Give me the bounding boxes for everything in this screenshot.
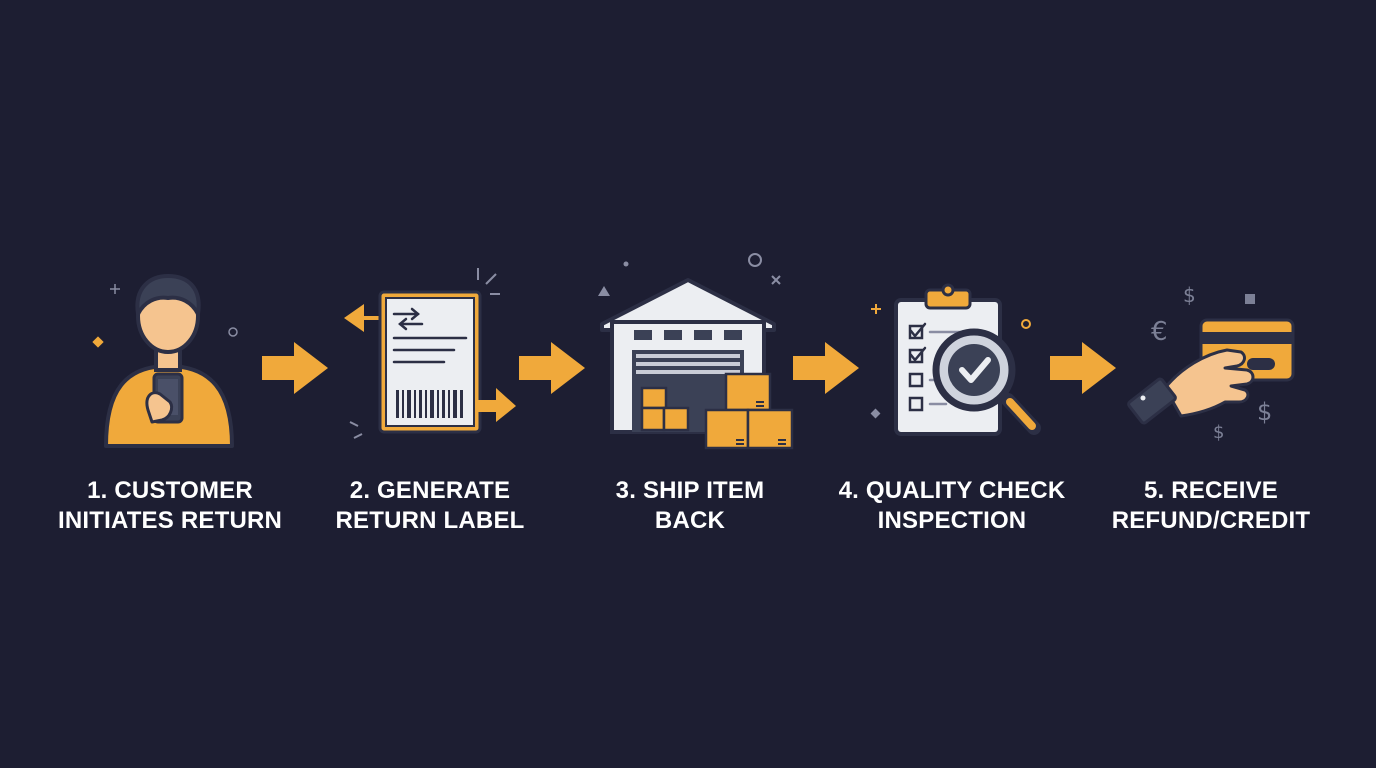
right-arrow-icon xyxy=(793,342,859,394)
step-5-label: 5. RECEIVE REFUND/CREDIT xyxy=(1081,476,1341,536)
currency-dollar-symbol: $ xyxy=(1183,283,1196,307)
right-arrow-icon xyxy=(1050,342,1116,394)
step-5-label-line1: 5. RECEIVE xyxy=(1143,477,1279,504)
currency-dollar-symbol: $ xyxy=(1213,422,1224,443)
clipboard-magnifier-check-icon xyxy=(870,283,1041,436)
step-1-label-line2: INITIATES RETURN xyxy=(57,507,283,534)
currency-dollar-symbol: $ xyxy=(1257,398,1272,426)
step-3-label-line1: 3. SHIP ITEM xyxy=(615,477,765,504)
currency-euro-symbol: € xyxy=(1151,317,1168,347)
step-1-label-line1: 1. CUSTOMER xyxy=(87,477,253,504)
step-4-label: 4. QUALITY CHECK INSPECTION xyxy=(822,476,1082,536)
right-arrow-icon xyxy=(262,342,328,394)
step-4-label-line2: INSPECTION xyxy=(877,507,1027,534)
person-with-phone-icon xyxy=(92,274,238,448)
step-2-label-line1: 2. GENERATE xyxy=(349,477,511,504)
shipping-label-barcode-icon xyxy=(344,268,516,439)
right-arrow-icon xyxy=(519,342,585,394)
step-2-label: 2. GENERATE RETURN LABEL xyxy=(300,476,560,536)
warehouse-boxes-icon xyxy=(598,253,794,450)
step-2-label-line2: RETURN LABEL xyxy=(335,507,525,534)
step-1-label: 1. CUSTOMER INITIATES RETURN xyxy=(40,476,300,536)
step-5-label-line2: REFUND/CREDIT xyxy=(1111,507,1311,534)
step-4-label-line1: 4. QUALITY CHECK xyxy=(838,477,1066,504)
hand-credit-card-icon: $ € $ $ xyxy=(1127,283,1295,443)
step-3-label-line2: BACK xyxy=(654,507,726,534)
step-3-label: 3. SHIP ITEM BACK xyxy=(560,476,820,536)
